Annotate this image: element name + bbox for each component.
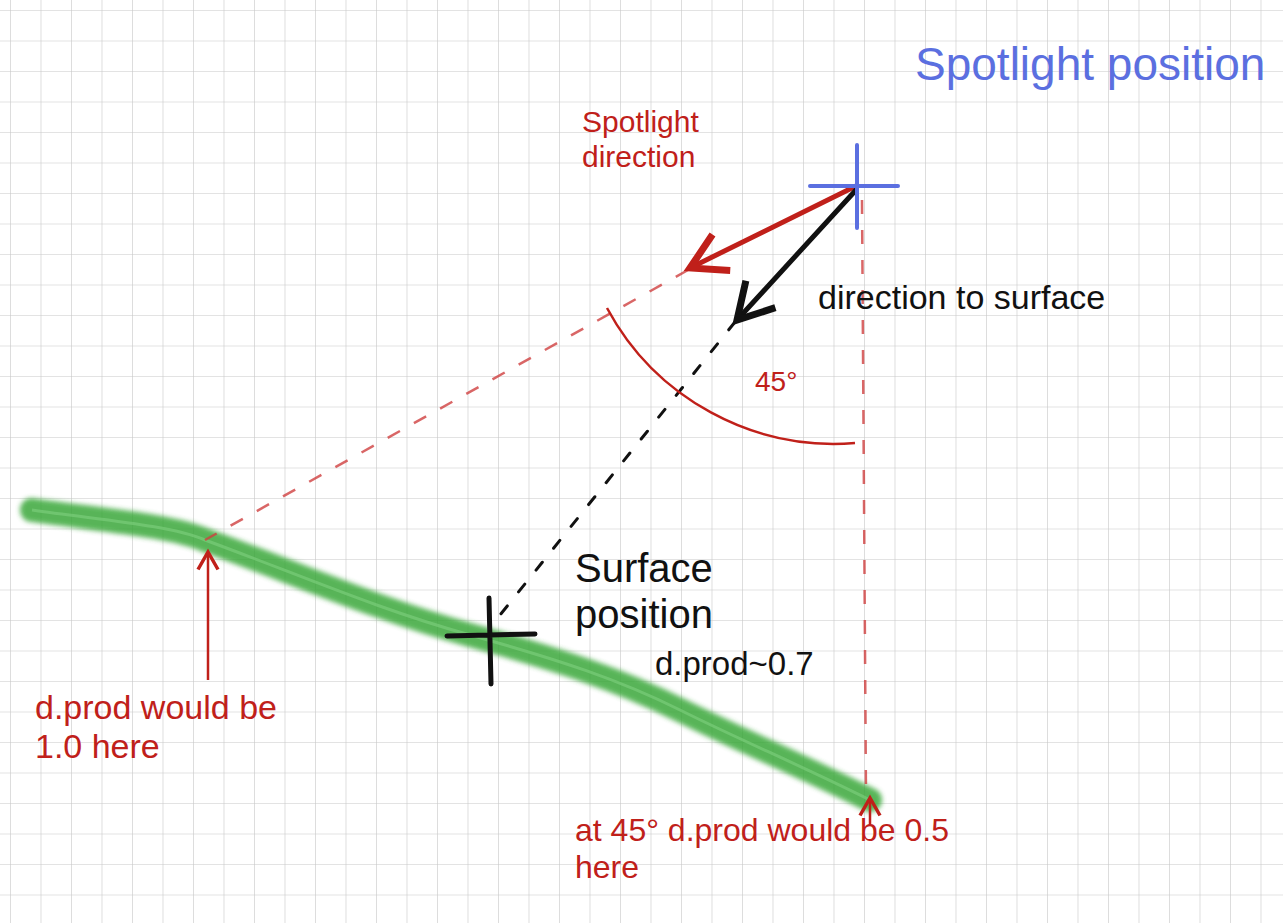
surface-highlight (32, 510, 870, 800)
surface-position-label: Surface position (575, 545, 825, 637)
note-label: at 45° d.prod would be 0.5 here (575, 812, 1015, 886)
direction-label: direction to surface (818, 278, 1105, 317)
dot-product-label: d.prod~0.7 (655, 645, 814, 683)
spotlight-direction-arrow (690, 186, 856, 268)
cone-guide (205, 270, 688, 540)
spotlight-direction-label: Spotlight direction (582, 105, 797, 174)
surface (32, 510, 870, 800)
surface-cross (447, 598, 535, 684)
note-label: d.prod would be 1.0 here (35, 688, 285, 766)
pointer-arrow (207, 552, 210, 680)
angle-arc (607, 308, 855, 444)
spotlight-cross (810, 145, 898, 228)
angle-label: 45° (755, 366, 797, 398)
spotlight-position-label: Spotlight position (915, 38, 1265, 91)
